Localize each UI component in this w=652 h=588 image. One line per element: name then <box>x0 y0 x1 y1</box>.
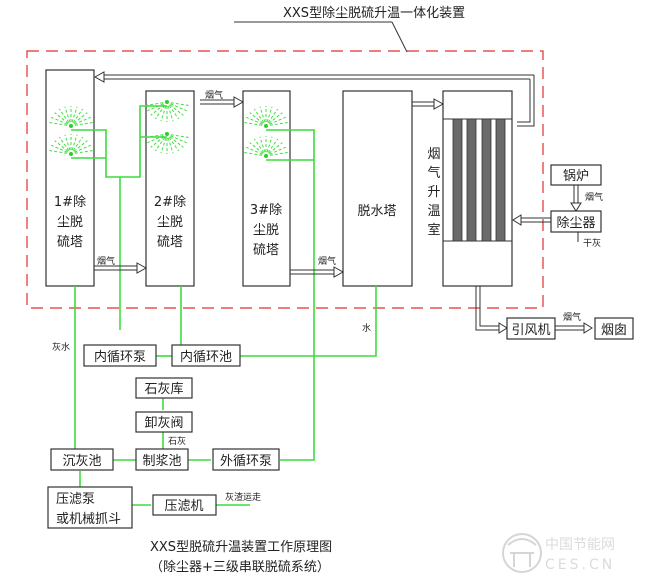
filter-pump-line1: 压滤泵 <box>56 492 95 507</box>
spray-nozzle-icon <box>49 106 93 128</box>
flue-arrow-icon <box>290 266 345 278</box>
flue-label-3-dewater: 烟气 <box>318 255 336 267</box>
tower3-line1: 3#除 <box>250 203 282 218</box>
flue-arrow-icon <box>412 98 445 110</box>
tower2-line2: 尘脱 <box>157 215 183 230</box>
outer-pump-box[interactable] <box>212 448 280 471</box>
filter-pump-line2: 或机械抓斗 <box>56 512 121 527</box>
inner-pump-label: 内循环泵 <box>94 349 146 365</box>
tower-1[interactable] <box>45 69 95 287</box>
unload-valve-label: 卸灰阀 <box>144 415 183 431</box>
tower3-line3: 硫塔 <box>253 243 279 258</box>
tower-2[interactable] <box>145 90 195 287</box>
dewater-tower[interactable] <box>342 90 413 287</box>
tower1-line1: 1#除 <box>54 195 86 210</box>
flue-label-fan: 烟气 <box>563 311 581 323</box>
inner-pump-box[interactable] <box>83 344 157 367</box>
boiler-box[interactable] <box>550 164 602 186</box>
lime-label: 石灰 <box>168 435 186 447</box>
tower1-line3: 硫塔 <box>57 235 83 250</box>
heating-room-char-5: 室 <box>427 222 440 238</box>
caption-line1: XXS型脱硫升温装置工作原理图 <box>150 540 332 555</box>
flue-arrow-icon <box>200 96 245 108</box>
flue-label-1-2: 烟气 <box>97 255 115 267</box>
heating-room-char-4: 温 <box>427 204 440 219</box>
flue-label-boiler: 烟气 <box>585 191 603 203</box>
tower1-line2: 尘脱 <box>57 215 83 230</box>
filter-pump-box[interactable] <box>47 486 133 529</box>
watermark-logo: 中国节能网 CES.CN <box>502 533 615 573</box>
flue-arrow-icon <box>94 262 148 274</box>
water-label: 水 <box>362 322 371 334</box>
ash-water-label: 灰水 <box>52 341 70 353</box>
chimney-box[interactable] <box>594 317 634 340</box>
inner-pool-label: 内循环池 <box>180 349 232 365</box>
heating-room-char-1: 烟 <box>427 147 440 162</box>
spray-nozzle-icon <box>49 134 93 156</box>
device-title: XXS型除尘脱硫升温一体化装置 <box>283 6 465 21</box>
lime-store-label: 石灰库 <box>144 381 183 397</box>
sediment-pool-box[interactable] <box>50 448 114 471</box>
boiler-label: 锅炉 <box>563 168 589 184</box>
flue-arrows <box>94 96 445 278</box>
tower3-line2: 尘脱 <box>253 223 279 238</box>
water-return-pipe <box>240 286 377 357</box>
outer-loop-pipe <box>266 129 315 461</box>
filter-press-box[interactable] <box>152 494 217 516</box>
inner-pool-box[interactable] <box>171 344 241 367</box>
fan-label: 引风机 <box>511 323 550 338</box>
dry-ash-label: 干灰 <box>583 237 601 249</box>
flue-label-2-3: 烟气 <box>205 89 223 101</box>
dewater-tower-label: 脱水塔 <box>357 204 396 219</box>
tower2-line3: 硫塔 <box>157 235 183 250</box>
spray-nozzle-icon <box>244 106 288 128</box>
watermark-cn: 中国节能网 <box>545 537 615 553</box>
heating-room-char-3: 升 <box>427 185 440 200</box>
caption-line2: （除尘器+三级串联脱硫系统） <box>150 560 330 575</box>
filter-press-label: 压滤机 <box>164 499 203 514</box>
dust-collector-label: 除尘器 <box>556 216 595 231</box>
heating-room-char-2: 气 <box>427 165 440 181</box>
boiler-to-dust-duct <box>570 185 582 212</box>
slag-out-label: 灰渣运走 <box>225 491 261 503</box>
fan-box[interactable] <box>506 317 556 340</box>
lime-store-box[interactable] <box>135 377 193 399</box>
tower2-line1: 2#除 <box>154 195 186 210</box>
integration-frame <box>26 50 544 309</box>
spray-nozzle-icon <box>244 136 288 158</box>
spray-nozzles <box>49 100 288 158</box>
outer-pump-label: 外循环泵 <box>220 454 272 469</box>
chimney-label: 烟囱 <box>601 323 627 338</box>
title-leader-line <box>391 21 408 53</box>
spray-pipe-a <box>71 105 167 178</box>
dust-to-heating-duct <box>512 214 551 226</box>
unload-valve-box[interactable] <box>135 411 193 433</box>
sediment-pool-label: 沉灰池 <box>62 454 101 469</box>
exhaust-duct <box>475 286 593 334</box>
return-flue-duct <box>93 71 535 127</box>
heating-tubes <box>452 118 506 242</box>
slurry-pool-label: 制浆池 <box>142 454 181 469</box>
watermark-en: CES.CN <box>545 557 615 573</box>
slurry-pool-box[interactable] <box>135 448 189 471</box>
